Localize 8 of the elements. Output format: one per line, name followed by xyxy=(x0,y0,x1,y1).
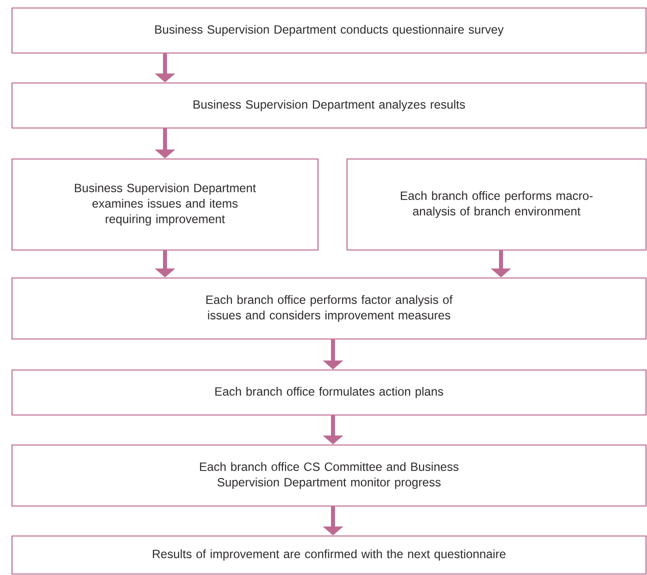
process-box: Each branch office CS Committee and Business Supervision Department monitor progress xyxy=(11,444,647,507)
process-box: Each branch office formulates action plans xyxy=(11,369,647,416)
process-box: Each branch office performs macro-analysis of branch environment xyxy=(346,158,647,251)
process-box: Business Supervision Department conducts questionnaire survey xyxy=(11,7,647,54)
process-box: Each branch office performs factor analysis of issues and considers improvement measures xyxy=(11,277,647,340)
process-box: Business Supervision Department examines issues and items requiring improvement xyxy=(11,158,319,251)
process-box: Business Supervision Department analyzes results xyxy=(11,82,647,129)
process-box: Results of improvement are confirmed with the next questionnaire xyxy=(11,535,647,575)
